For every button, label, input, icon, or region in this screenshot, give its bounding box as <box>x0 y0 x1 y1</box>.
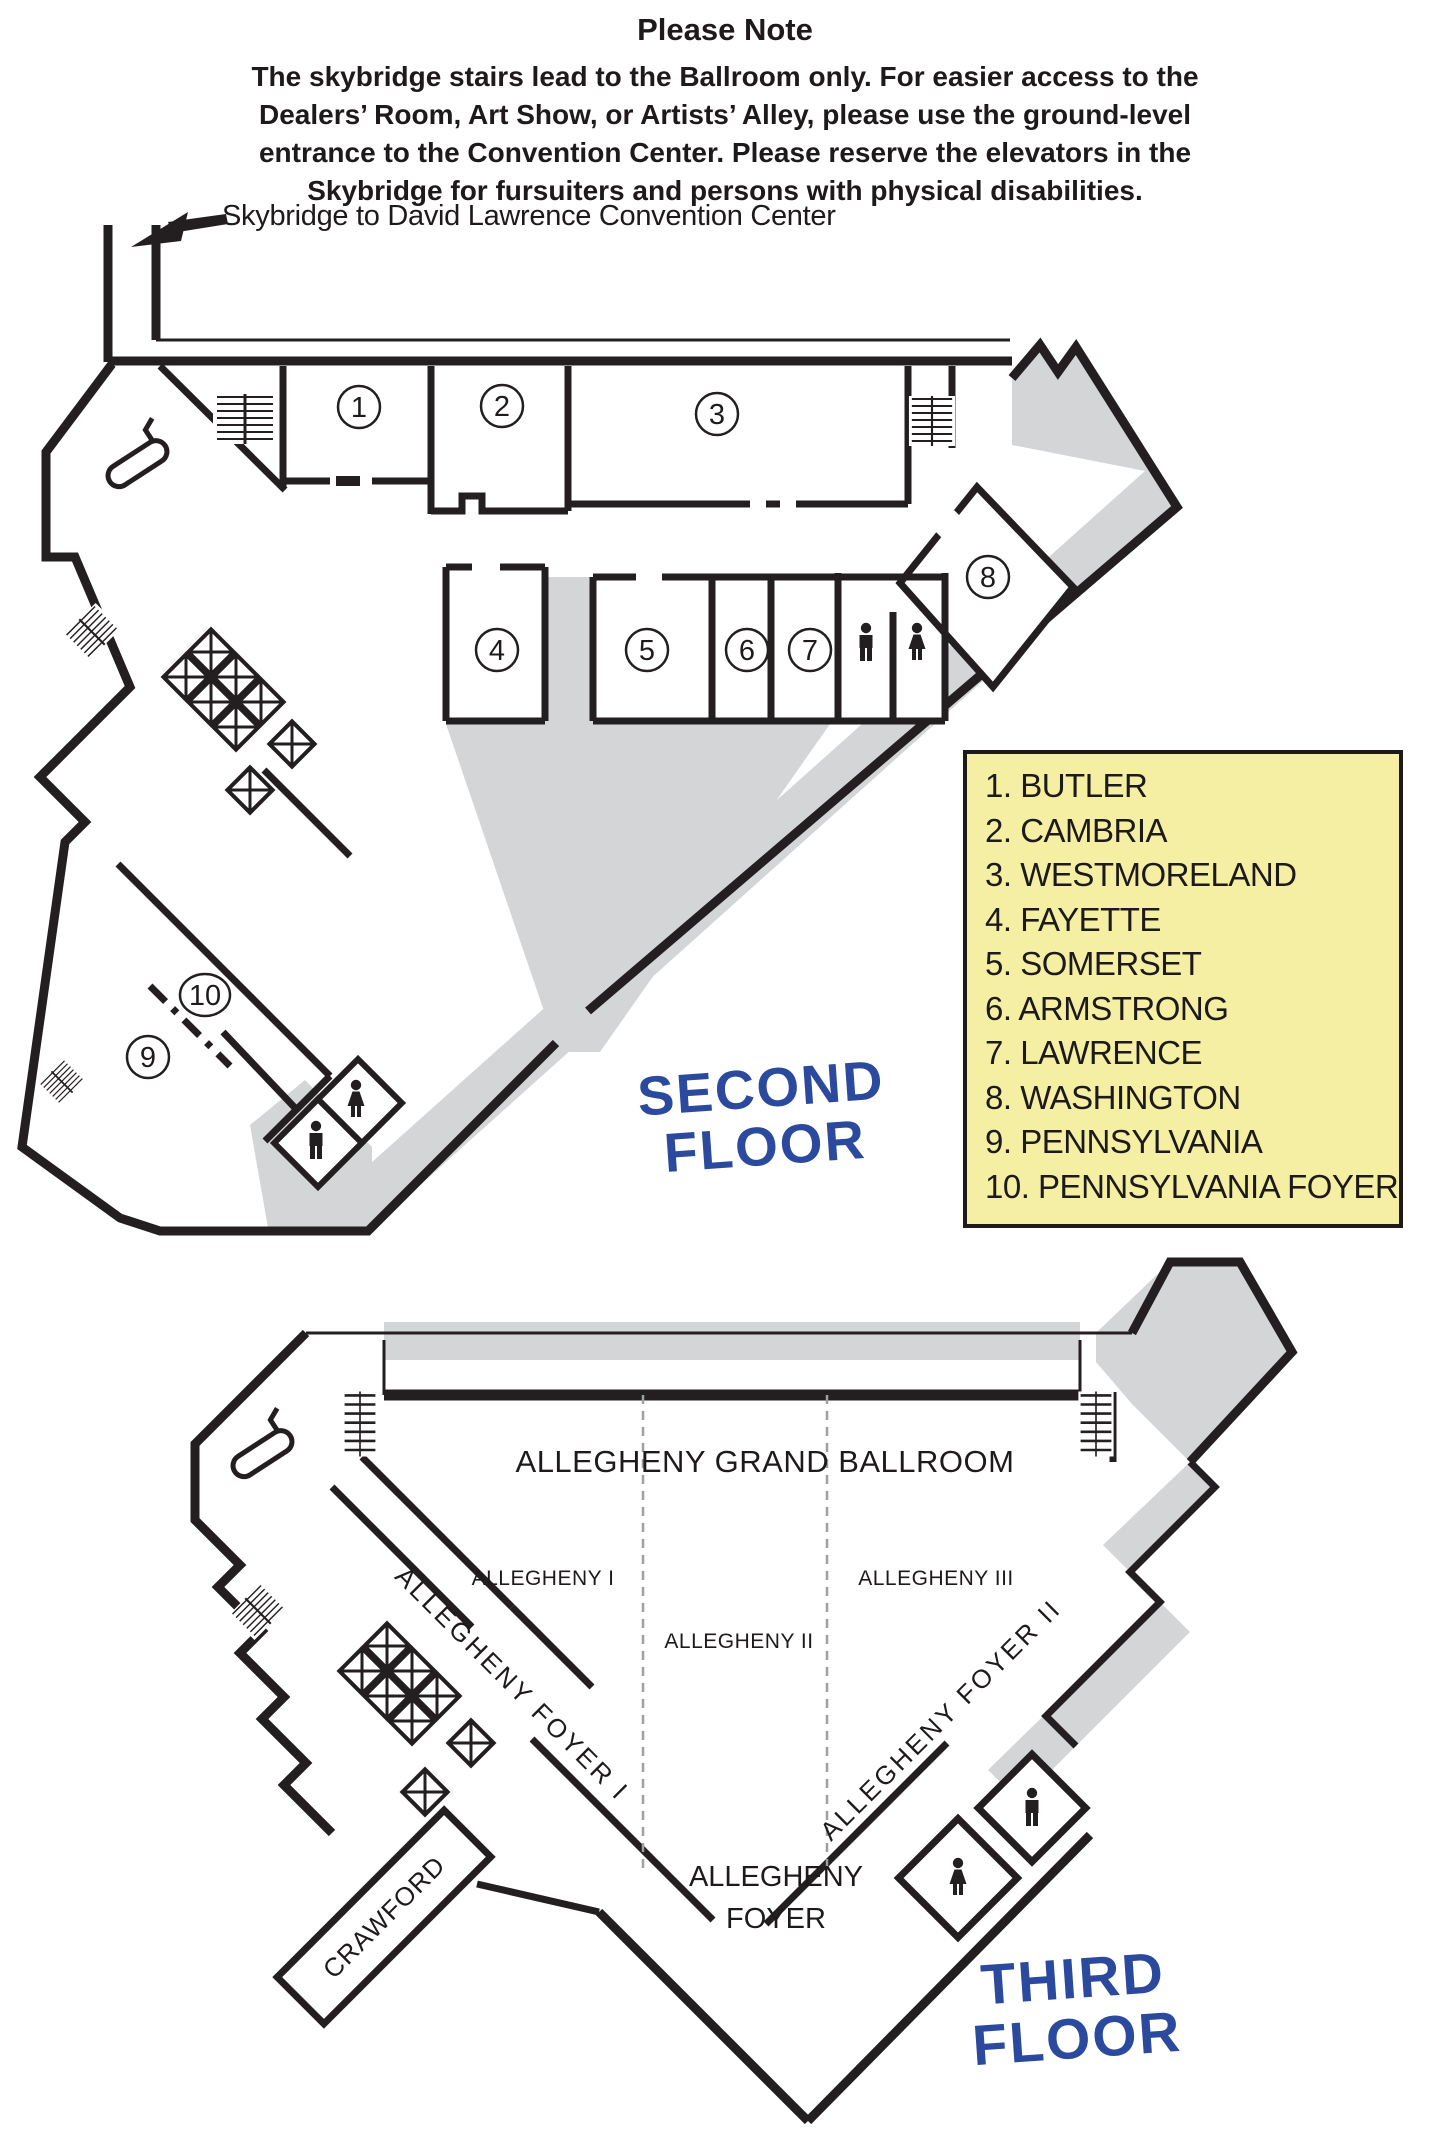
svg-text:1: 1 <box>351 392 367 424</box>
stairs-icon <box>227 1580 289 1642</box>
svg-text:8: 8 <box>980 562 996 594</box>
third-floor-walls <box>190 1257 1298 2125</box>
svg-text:7: 7 <box>802 635 818 667</box>
note-title: Please Note <box>637 12 813 47</box>
arrow-left-icon <box>131 212 228 247</box>
room-number-7: 7 <box>787 627 833 673</box>
svg-text:2: 2 <box>494 391 510 423</box>
svg-text:9: 9 <box>140 1042 156 1074</box>
room-number-9: 9 <box>125 1034 171 1080</box>
note-line-3: entrance to the Convention Center. Pleas… <box>258 137 1192 168</box>
note-line-2: Dealers’ Room, Art Show, or Artists’ All… <box>258 99 1192 130</box>
stairs-icon <box>211 392 279 446</box>
room-number-3: 3 <box>694 391 740 437</box>
note-line-4: Skybridge for fursuiters and persons wit… <box>307 175 1143 206</box>
plan-number-markers: 1 2 3 4 5 6 7 <box>125 383 1011 1080</box>
legend-item-8: 8. WASHINGTON <box>985 1078 1241 1116</box>
room-number-4: 4 <box>474 627 520 673</box>
stairs-icon <box>907 394 957 448</box>
third-floor-corridors <box>384 1262 1292 1802</box>
legend-item-6: 6. ARMSTRONG <box>985 989 1229 1027</box>
legend-item-2: 2. CAMBRIA <box>985 811 1168 849</box>
elevator-icon <box>448 1720 493 1765</box>
allegheny-2-label: ALLEGHENY II <box>664 1630 813 1653</box>
legend-item-3: 3. WESTMORELAND <box>985 856 1297 893</box>
room-crawford: CRAWFORD <box>272 1805 496 2029</box>
stairs-icon <box>1076 1389 1116 1459</box>
legend-item-9: 9. PENNSYLVANIA <box>985 1123 1263 1160</box>
allegheny-foyer-label-line1: ALLEGHENY <box>689 1861 863 1893</box>
elevator-bank <box>163 629 314 812</box>
svg-text:10: 10 <box>189 980 221 1012</box>
room-number-6: 6 <box>724 627 770 673</box>
stairs-icon <box>340 1389 380 1459</box>
room-number-5: 5 <box>624 627 670 673</box>
svg-text:3: 3 <box>709 399 725 431</box>
escalator-icon <box>218 1408 299 1481</box>
room-number-1: 1 <box>336 384 382 430</box>
second-floor-plan: 1 2 3 4 5 6 7 <box>17 212 1183 1236</box>
legend-item-4: 4. FAYETTE <box>985 900 1161 938</box>
room-legend: 1. BUTLER 2. CAMBRIA 3. WESTMORELAND 4. … <box>963 750 1403 1228</box>
svg-text:4: 4 <box>489 635 505 667</box>
third-floor-plan: CRAWFORD ALLEGHENY GRAND BALLROOM ALLEGH… <box>190 1257 1298 2125</box>
legend-item-5: 5. SOMERSET <box>985 945 1202 982</box>
legend-item-10: 10. PENNSYLVANIA FOYER <box>985 1167 1399 1205</box>
allegheny-1-label: ALLEGHENY I <box>472 1567 615 1590</box>
allegheny-3-label: ALLEGHENY III <box>858 1567 1014 1590</box>
elevator-icon <box>402 1769 447 1814</box>
room-number-8: 8 <box>965 554 1011 600</box>
note-block: Please Note The skybridge stairs lead to… <box>0 12 1450 210</box>
room-number-10: 10 <box>178 972 232 1018</box>
stairs-icon <box>36 1056 88 1108</box>
allegheny-foyer-label-line2: FOYER <box>726 1903 826 1935</box>
legend-item-7: 7. LAWRENCE <box>985 1034 1203 1071</box>
grand-ballroom-label: ALLEGHENY GRAND BALLROOM <box>516 1444 1015 1479</box>
second-floor-outer-walls <box>17 225 1183 1236</box>
elevator-icon <box>269 721 314 766</box>
room-number-2: 2 <box>479 383 525 429</box>
svg-text:5: 5 <box>639 635 655 667</box>
legend-item-1: 1. BUTLER <box>985 767 1148 804</box>
second-floor-wing-walls <box>115 767 353 1144</box>
skybridge-label: Skybridge to David Lawrence Convention C… <box>222 200 836 232</box>
escalator-icon <box>93 418 174 491</box>
note-line-1: The skybridge stairs lead to the Ballroo… <box>251 61 1199 92</box>
second-floor-room-walls <box>157 363 956 515</box>
second-floor-room-walls-2 <box>442 563 949 725</box>
svg-text:6: 6 <box>739 635 755 667</box>
